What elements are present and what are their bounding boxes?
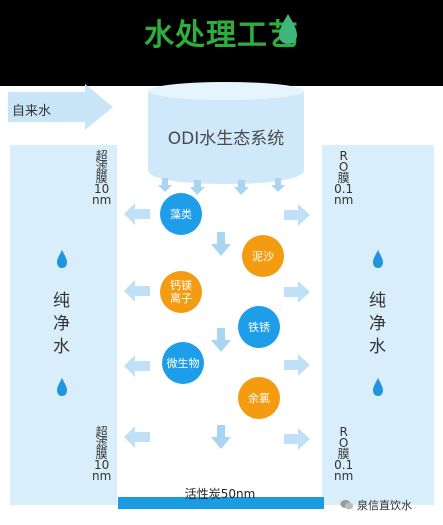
activated-carbon-label: 活性炭50nm [184, 487, 256, 501]
label-char: nm [92, 469, 112, 483]
header-band [0, 0, 443, 86]
label-char: nm [92, 193, 112, 207]
label-char: 纯 [53, 291, 70, 311]
arrow-right-icon [284, 204, 310, 226]
source-arrow [8, 84, 113, 130]
diagram-title: 水处理工艺 [144, 18, 299, 53]
arrow-down-icon [158, 178, 172, 192]
wechat-icon [340, 500, 354, 510]
label-char: 水 [369, 337, 386, 357]
label-char: 水 [53, 337, 70, 357]
label-char: 10 [94, 458, 110, 472]
right-membrane-label-bottom: R O 膜 0.1 nm [334, 425, 354, 483]
label-char: 滤 [95, 160, 108, 174]
odi-system-tank-top [148, 82, 304, 100]
source-water-label: 自来水 [12, 104, 52, 119]
arrow-down-icon [190, 180, 205, 195]
watermark-text: 泉信直饮水 [357, 499, 412, 512]
label-char: 纯 [369, 291, 386, 311]
label-char: nm [334, 469, 354, 483]
center-flow-arrows [211, 232, 231, 449]
contaminant-ball-rust [238, 306, 280, 348]
pure-water-label-left: 纯 净 水 [53, 290, 70, 359]
right-membrane-panel [322, 145, 434, 505]
label-char: 膜 [337, 447, 350, 461]
right-flow-arrows [284, 204, 310, 450]
arrow-right-icon [284, 428, 310, 450]
tank-outflow-arrows [158, 178, 285, 195]
odi-system-label: ODI水生态系统 [167, 129, 285, 149]
label-char: O [338, 436, 349, 450]
label-char: R [339, 149, 348, 163]
contaminant-ball-sediment [242, 235, 284, 277]
arrow-down-icon [271, 178, 285, 192]
contaminant-ball-microbe [162, 342, 204, 384]
activated-carbon-bar [118, 497, 324, 509]
contaminant-label-chlorine: 余氯 [248, 392, 270, 405]
water-drop-icon [373, 378, 383, 396]
contaminant-ball-calcium [160, 271, 202, 313]
water-drop-icon [279, 14, 297, 44]
contaminant-label-algae: 藻类 [170, 208, 192, 221]
label-char: 超 [95, 149, 108, 163]
arrow-down-icon [211, 425, 231, 449]
arrow-down-icon [234, 180, 249, 195]
source-watermark: 泉信直饮水 [340, 497, 412, 513]
label-char: O [338, 160, 349, 174]
right-membrane-label-top: R O 膜 0.1 nm [334, 149, 354, 207]
arrow-down-icon [211, 328, 231, 352]
arrow-right-icon [284, 281, 310, 303]
left-membrane-panel [10, 145, 117, 505]
label-char: 0.1 [334, 182, 354, 196]
left-flow-arrows [124, 203, 150, 448]
label-char: 净 [369, 314, 386, 334]
label-char: 膜 [337, 171, 350, 185]
label-char: 0.1 [334, 458, 354, 472]
label-char: 净 [53, 314, 70, 334]
label-char: 超 [95, 425, 108, 439]
arrow-down-icon [211, 232, 231, 256]
label-char: 膜 [95, 171, 108, 185]
label-char: 10 [94, 182, 110, 196]
label-char: nm [334, 193, 354, 207]
left-membrane-label-bottom: 超 滤 膜 10 nm [92, 425, 112, 483]
contaminant-label-sediment: 泥沙 [252, 250, 274, 263]
water-drop-icon [57, 250, 67, 268]
contaminant-ball-algae [160, 193, 202, 235]
pure-water-label-right: 纯 净 水 [369, 290, 386, 359]
label-char: R [339, 425, 348, 439]
water-drop-icon [57, 378, 67, 396]
left-membrane-label-top: 超 滤 膜 10 nm [92, 149, 112, 207]
contaminant-label-calcium: 钙镁离子 [170, 279, 192, 305]
water-drop-icon [373, 250, 383, 268]
contaminant-label-rust: 铁锈 [248, 321, 270, 334]
contaminant-label-microbe: 微生物 [166, 357, 200, 370]
contaminant-ball-chlorine [238, 377, 280, 419]
odi-system-tank [148, 91, 304, 184]
arrow-right-icon [284, 354, 310, 376]
side-drops [57, 250, 383, 396]
label-char: 滤 [95, 436, 108, 450]
label-char: 膜 [95, 447, 108, 461]
